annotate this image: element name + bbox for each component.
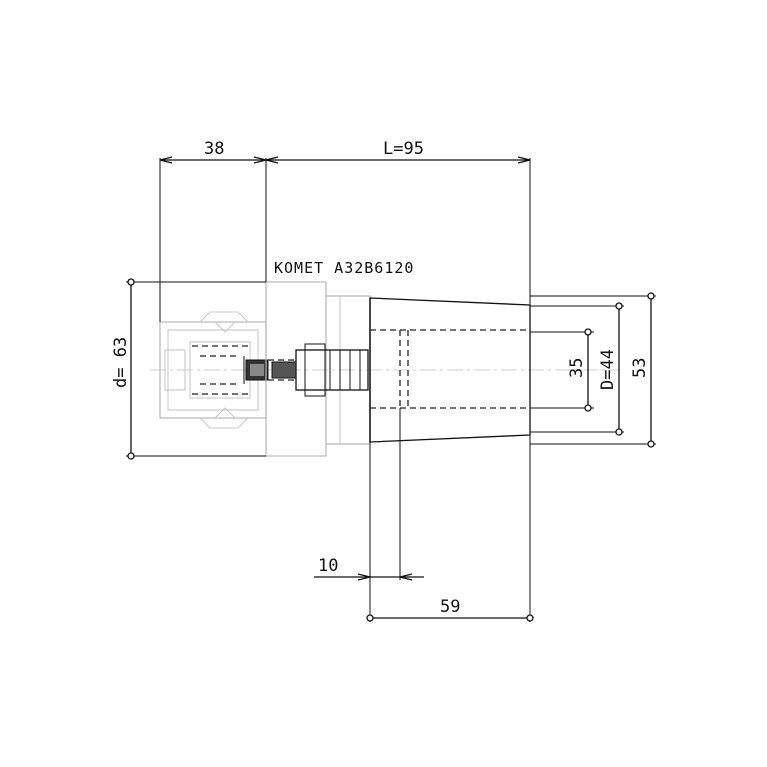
dimension-lines — [127, 156, 655, 622]
dim-body-length: L=95 — [383, 139, 424, 159]
dim-bore-diameter: 35 — [567, 358, 587, 378]
part-label: KOMET A32B6120 — [274, 259, 414, 277]
dim-tip-length: 59 — [440, 597, 460, 617]
body-part — [265, 281, 371, 457]
dim-tip-diameter: D=44 — [598, 349, 618, 390]
tip-part — [369, 297, 531, 443]
extension-lines — [126, 158, 656, 622]
dim-shank-diameter: d= 63 — [111, 337, 131, 388]
flange-part — [159, 311, 269, 429]
dim-step-length: 10 — [318, 556, 338, 576]
dim-outer-diameter: 53 — [630, 358, 650, 378]
dim-flange-length: 38 — [204, 139, 224, 159]
